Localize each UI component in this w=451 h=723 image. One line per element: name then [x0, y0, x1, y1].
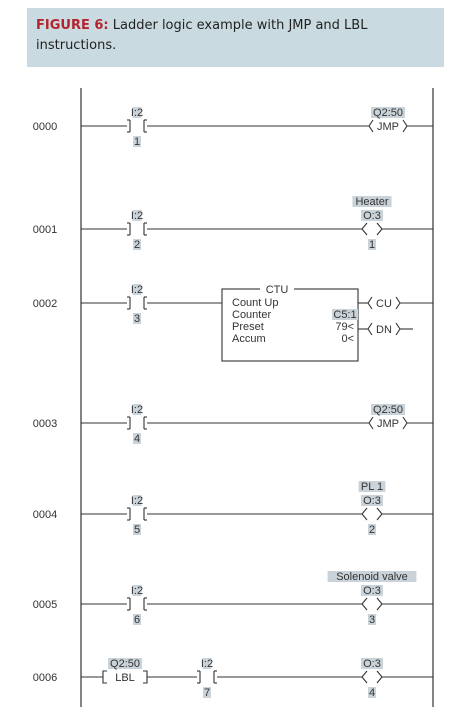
- rung: 0006 LBL Q2:50 I:2 7 O:3 4: [33, 658, 433, 699]
- coil-address: O:3: [363, 495, 381, 507]
- rung-number: 0000: [33, 121, 57, 133]
- contact-bit: 7: [204, 687, 210, 699]
- output-coil: O:3 2 PL 1: [358, 481, 386, 536]
- contact-bit: 4: [134, 433, 140, 445]
- output-coil: O:3 1 Heater: [352, 196, 392, 251]
- instruction-tag: Q2:50: [373, 404, 403, 416]
- no-contact: I:2 6: [127, 585, 147, 626]
- contact-address: I:2: [131, 107, 143, 119]
- rung: 0001 I:2 2 O:3 1 Heater: [33, 196, 433, 251]
- rung-number: 0002: [33, 298, 57, 310]
- cu-output: CU: [367, 296, 401, 310]
- output-coil: O:3 3 Solenoid valve: [327, 571, 417, 626]
- coil-description: Heater: [355, 196, 388, 208]
- rung-number: 0006: [33, 672, 57, 684]
- contact-bit: 2: [134, 239, 140, 251]
- contact-bit: 6: [134, 614, 140, 626]
- no-contact: I:2 3: [127, 284, 147, 325]
- cu-label: CU: [376, 298, 392, 310]
- contact-address: I:2: [131, 210, 143, 222]
- output-coil: O:3 4: [361, 658, 383, 699]
- ctu-accum: 0<: [341, 333, 354, 345]
- contact-address: I:2: [131, 585, 143, 597]
- ctu-field-label: Preset: [232, 321, 264, 333]
- coil-bit: 2: [369, 524, 375, 536]
- ctu-field-label: Count Up: [232, 297, 278, 309]
- coil-address: O:3: [363, 585, 381, 597]
- jmp-instruction: JMP Q2:50: [368, 107, 408, 133]
- ctu-preset: 79<: [335, 321, 354, 333]
- lbl-instruction: LBL Q2:50: [102, 658, 148, 684]
- jmp-instruction: JMP Q2:50: [368, 404, 408, 430]
- ctu-field-label: Accum: [232, 333, 266, 345]
- no-contact: I:2 1: [127, 107, 147, 148]
- rung: 0005 I:2 6 O:3 3 Solenoid valve: [33, 571, 433, 626]
- ctu-title: CTU: [266, 284, 289, 296]
- rungs: 0000I:21JMPQ2:500001I:22O:31Heater0002I:…: [33, 107, 433, 699]
- rung-number: 0004: [33, 509, 57, 521]
- coil-address: O:3: [363, 210, 381, 222]
- lbl-tag: Q2:50: [110, 658, 140, 670]
- contact-address: I:2: [131, 495, 143, 507]
- dn-label: DN: [376, 324, 392, 336]
- coil-description: Solenoid valve: [336, 571, 408, 583]
- figure-label: FIGURE 6:: [36, 18, 109, 33]
- coil-description: PL 1: [361, 481, 383, 493]
- instruction-tag: Q2:50: [373, 107, 403, 119]
- contact-bit: 1: [134, 136, 140, 148]
- coil-bit: 4: [369, 687, 375, 699]
- rung: 0004 I:2 5 O:3 2 PL 1: [33, 481, 433, 536]
- contact-bit: 5: [134, 524, 140, 536]
- figure-title: Ladder logic example with JMP and LBL in…: [36, 18, 368, 53]
- rung: 0000 I:2 1 JMP Q2:50: [33, 107, 433, 148]
- instruction-type: JMP: [377, 418, 399, 430]
- no-contact: I:2 5: [127, 495, 147, 536]
- rung: 0003 I:2 4 JMP Q2:50: [33, 404, 433, 445]
- coil-address: O:3: [363, 658, 381, 670]
- ctu-counter: C5:1: [333, 309, 356, 321]
- figure-caption: FIGURE 6: Ladder logic example with JMP …: [27, 8, 444, 67]
- contact-bit: 3: [134, 313, 140, 325]
- rung-number: 0001: [33, 224, 57, 236]
- rung-number: 0003: [33, 418, 57, 430]
- no-contact: I:2 4: [127, 404, 147, 445]
- contact-address: I:2: [131, 404, 143, 416]
- coil-bit: 1: [369, 239, 375, 251]
- no-contact: I:2 7: [197, 658, 217, 699]
- caption-text: FIGURE 6: Ladder logic example with JMP …: [36, 16, 436, 56]
- contact-address: I:2: [131, 284, 143, 296]
- dn-output: DN: [367, 322, 401, 336]
- lbl-type: LBL: [115, 672, 135, 684]
- rung-number: 0005: [33, 599, 57, 611]
- ctu-field-label: Counter: [232, 309, 271, 321]
- contact-address: I:2: [201, 658, 213, 670]
- no-contact: I:2 2: [127, 210, 147, 251]
- coil-bit: 3: [369, 614, 375, 626]
- instruction-type: JMP: [377, 121, 399, 133]
